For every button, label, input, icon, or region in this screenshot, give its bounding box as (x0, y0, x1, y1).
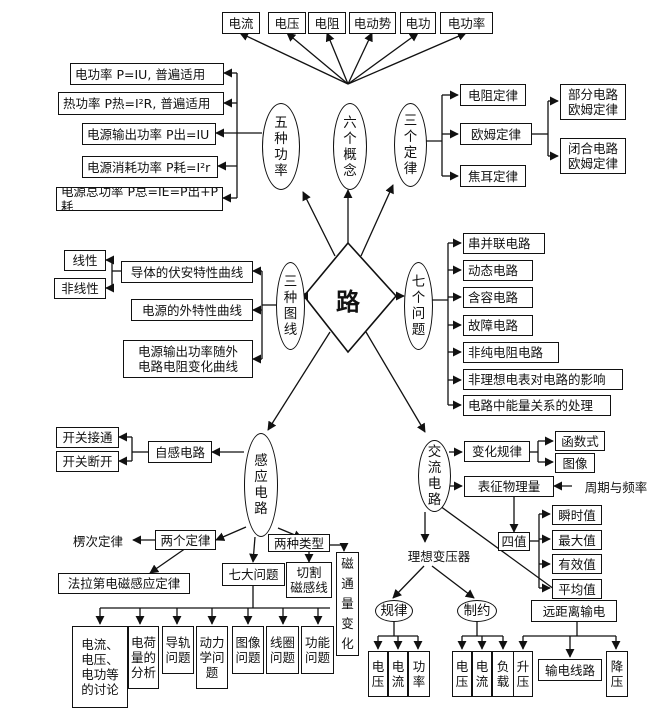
constraint-current: 电 流 (472, 651, 492, 697)
graph-source-external: 电源的外特性曲线 (131, 299, 253, 321)
concept-emf: 电动势 (349, 12, 396, 34)
seven-major-problems: 七大问题 (222, 563, 285, 586)
ac-maximum: 最大值 (552, 530, 602, 550)
constraint-load: 负 载 (492, 651, 514, 697)
concept-resistance: 电阻 (308, 12, 346, 34)
concept-voltage: 电压 (268, 12, 306, 34)
law-ohm-closed: 闭合电路 欧姆定律 (560, 138, 626, 174)
induction-problem-current-voltage: 电流、 电压、 电功等 的讨论 (72, 626, 128, 708)
oval-induction-circuit: 感 应 电 路 (244, 433, 278, 537)
ideal-transformer: 理想变压器 (407, 548, 471, 564)
concept-current: 电流 (222, 12, 260, 34)
rule-power: 功 率 (408, 651, 430, 697)
power-heat: 热功率 P热=I²R, 普遍适用 (58, 92, 224, 115)
rule-voltage: 电 压 (368, 651, 388, 697)
ac-graph: 图像 (555, 453, 595, 473)
concept-work: 电功 (400, 12, 436, 34)
law-ohm: 欧姆定律 (460, 123, 532, 145)
transformer-constraints: 制约 (457, 600, 497, 622)
concept-power: 电功率 (440, 12, 493, 34)
ac-effective: 有效值 (552, 554, 602, 574)
two-laws: 两个定律 (155, 530, 216, 550)
switch-on: 开关接通 (56, 427, 119, 448)
graph-output-power: 电源输出功率随外 电路电阻变化曲线 (123, 340, 253, 378)
oval-ac-circuit: 交 流 电 路 (418, 440, 451, 512)
power-consumed: 电源消耗功率 P耗=I²r (82, 156, 218, 178)
problem-series-parallel: 串并联电路 (463, 233, 545, 254)
power-output: 电源输出功率 P出=IU (82, 123, 216, 145)
graph-nonlinear: 非线性 (54, 278, 106, 299)
flux-change: 磁 通 量 变 化 (336, 552, 359, 656)
graph-voltampere: 导体的伏安特性曲线 (121, 261, 253, 283)
two-types: 两种类型 (268, 534, 330, 552)
faraday-law: 法拉第电磁感应定律 (58, 573, 190, 594)
constraint-voltage: 电 压 (452, 651, 472, 697)
cutting-field-lines: 切割 磁感线 (286, 562, 332, 598)
problem-non-ideal-meter: 非理想电表对电路的影响 (463, 369, 623, 390)
ac-function: 函数式 (555, 431, 605, 451)
law-joule: 焦耳定律 (460, 165, 526, 187)
ac-instantaneous: 瞬时值 (552, 505, 602, 525)
oval-six-concepts: 六 个 概 念 (333, 103, 367, 190)
oval-three-graphs: 三 种 图 线 (276, 262, 305, 350)
step-up: 升 压 (513, 651, 533, 697)
induction-problem-dynamics: 动力 学问 题 (196, 626, 228, 689)
ac-physical-quantities: 表征物理量 (464, 476, 554, 497)
transmission-line: 输电线路 (538, 659, 602, 681)
switch-off: 开关断开 (56, 451, 119, 472)
oval-seven-problems: 七 个 问 题 (404, 262, 433, 350)
problem-non-pure-resistance: 非纯电阻电路 (463, 342, 559, 363)
problem-capacitor: 含容电路 (463, 287, 533, 308)
ac-period-frequency: 周期与频率 (584, 480, 648, 495)
problem-fault: 故障电路 (463, 315, 533, 336)
induction-problem-rail: 导轨 问题 (162, 626, 194, 674)
transformer-rules: 规律 (375, 600, 413, 622)
ac-four-values: 四值 (498, 532, 530, 551)
rule-current: 电 流 (388, 651, 408, 697)
lenz-law: 楞次定律 (72, 533, 123, 549)
ac-variation: 变化规律 (464, 441, 530, 462)
oval-three-laws: 三 个 定 律 (394, 103, 427, 187)
induction-problem-coil: 线圈 问题 (266, 626, 299, 674)
step-down: 降 压 (606, 651, 628, 697)
long-distance-transmission: 远距离输电 (531, 600, 617, 622)
self-induction: 自感电路 (148, 441, 212, 463)
induction-problem-energy: 功能 问题 (301, 626, 334, 674)
power-total: 电源总功率 P总=IE=P出+P耗 (56, 187, 223, 211)
induction-problem-graph: 图像 问题 (232, 626, 264, 674)
problem-energy: 电路中能量关系的处理 (463, 395, 611, 416)
oval-five-powers: 五 种 功 率 (262, 103, 300, 190)
law-resistance: 电阻定律 (460, 84, 526, 106)
law-ohm-partial: 部分电路 欧姆定律 (560, 84, 626, 120)
center-title: 路 (336, 287, 360, 316)
power-electric: 电功率 P=IU, 普遍适用 (70, 63, 224, 85)
induction-problem-charge: 电荷 量的 分析 (128, 626, 159, 689)
ac-average: 平均值 (552, 579, 602, 599)
problem-dynamic: 动态电路 (463, 260, 533, 281)
graph-linear: 线性 (64, 250, 106, 271)
